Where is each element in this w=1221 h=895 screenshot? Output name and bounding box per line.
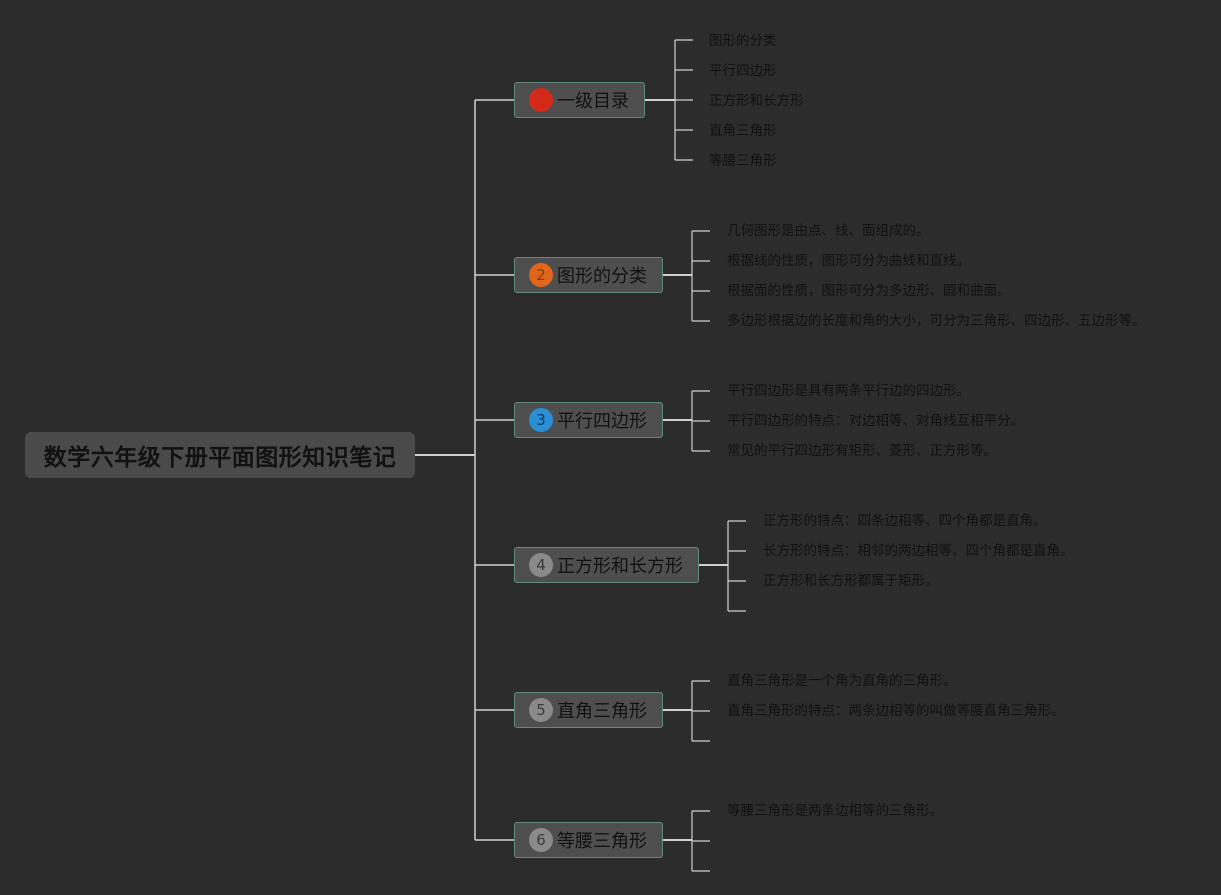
branch-topic-label: 图形的分类 [557,266,647,287]
number-badge-icon: 6 [529,828,553,852]
subtopic-2-2[interactable]: 根据线的性质，图形可分为曲线和直线。 [727,253,970,269]
subtopic-3-1[interactable]: 平行四边形是具有两条平行边的四边形。 [727,383,970,399]
root-topic[interactable]: 数学六年级下册平面图形知识笔记 [25,432,415,478]
subtopic-1-5[interactable]: 等腰三角形 [709,153,777,169]
subtopic-3-3[interactable]: 常见的平行四边形有矩形、菱形、正方形等。 [727,443,997,459]
subtopic-2-4[interactable]: 多边形根据边的长度和角的大小，可分为三角形、四边形、五边形等。 [727,313,1146,329]
branch-topic-3[interactable]: 3 平行四边形 [514,402,663,438]
branch-topic-1[interactable]: 1 一级目录 [514,82,645,118]
subtopic-1-2[interactable]: 平行四边形 [709,63,777,79]
subtopic-1-1[interactable]: 图形的分类 [709,33,777,49]
branch-topic-4[interactable]: 4 正方形和长方形 [514,547,699,583]
subtopic-1-3[interactable]: 正方形和长方形 [709,93,804,109]
subtopic-5-1[interactable]: 直角三角形是一个角为直角的三角形。 [727,673,957,689]
subtopic-4-3[interactable]: 正方形和长方形都属于矩形。 [763,573,939,589]
number-badge-icon: 5 [529,698,553,722]
branch-topic-label: 平行四边形 [557,411,647,432]
number-badge-icon: 4 [529,553,553,577]
subtopic-4-2[interactable]: 长方形的特点：相邻的两边相等、四个角都是直角。 [763,543,1074,559]
number-badge-icon: 2 [529,263,553,287]
subtopic-2-1[interactable]: 几何图形是由点、线、面组成的。 [727,223,930,239]
number-badge-icon: 3 [529,408,553,432]
branch-topic-label: 直角三角形 [557,701,647,722]
subtopic-2-3[interactable]: 根据面的性质，图形可分为多边形、圆和曲面。 [727,283,1011,299]
branch-topic-label: 等腰三角形 [557,831,647,852]
branch-topic-label: 正方形和长方形 [557,556,683,577]
root-topic-label: 数学六年级下册平面图形知识笔记 [43,445,397,471]
branch-topic-6[interactable]: 6 等腰三角形 [514,822,663,858]
subtopic-4-1[interactable]: 正方形的特点：四条边相等、四个角都是直角。 [763,513,1047,529]
branch-topic-5[interactable]: 5 直角三角形 [514,692,663,728]
subtopic-5-2[interactable]: 直角三角形的特点：两条边相等的叫做等腰直角三角形。 [727,703,1065,719]
branch-topic-2[interactable]: 2 图形的分类 [514,257,663,293]
subtopic-1-4[interactable]: 直角三角形 [709,123,777,139]
branch-topic-label: 一级目录 [557,91,629,112]
subtopic-3-2[interactable]: 平行四边形的特点：对边相等、对角线互相平分。 [727,413,1024,429]
subtopic-6-1[interactable]: 等腰三角形是两条边相等的三角形。 [727,803,943,819]
number-badge-icon: 1 [529,88,553,112]
